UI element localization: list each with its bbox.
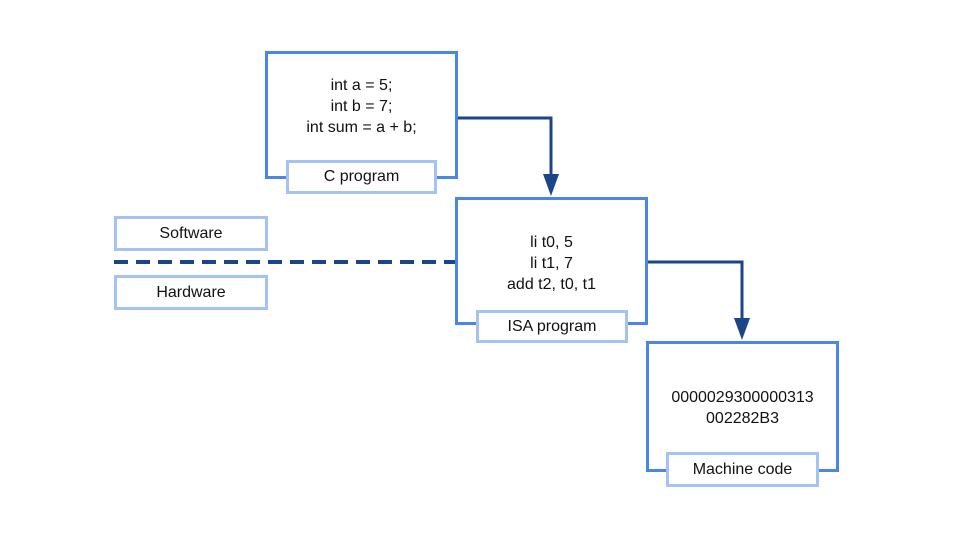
hardware-layer-label: Hardware [114, 275, 268, 310]
machine-code-box: 0000029300000313 002282B3 [646, 341, 839, 472]
code-line: int a = 5; [330, 77, 393, 94]
isa-program-box: li t0, 5 li t1, 7 add t2, t0, t1 [455, 197, 648, 325]
arrow-isa-to-machine [648, 260, 744, 320]
arrowhead-c-to-isa [543, 174, 559, 196]
code-line: int b = 7; [330, 98, 393, 115]
isa-program-code: li t0, 5 li t1, 7 add t2, t0, t1 [458, 232, 645, 295]
isa-program-label: ISA program [476, 310, 628, 343]
code-line: int sum = a + b; [306, 119, 417, 136]
code-line: li t1, 7 [530, 255, 573, 272]
arrowhead-isa-to-machine [734, 318, 750, 340]
software-layer-label: Software [114, 216, 268, 251]
c-program-label: C program [286, 160, 437, 194]
machine-code-label: Machine code [666, 452, 819, 487]
machine-code-content: 0000029300000313 002282B3 [649, 387, 836, 429]
code-line: li t0, 5 [530, 234, 573, 251]
code-line: 0000029300000313 [671, 389, 814, 406]
c-program-box: int a = 5; int b = 7; int sum = a + b; [265, 51, 458, 179]
code-line: add t2, t0, t1 [507, 276, 596, 293]
c-program-code: int a = 5; int b = 7; int sum = a + b; [268, 75, 455, 138]
code-line: 002282B3 [706, 410, 779, 427]
arrow-c-to-isa [456, 116, 553, 176]
